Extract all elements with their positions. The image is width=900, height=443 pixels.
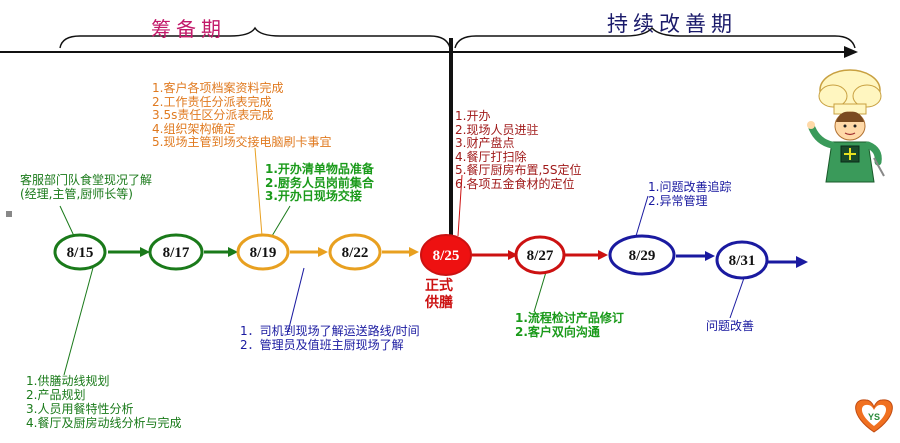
node-831-label: 8/31 (729, 253, 756, 269)
phase-prep-title: 筹备期 (151, 17, 226, 41)
note-822-bottom: 1．司机到现场了解运送路线/时间 2．管理员及值班主厨现场了解 (240, 324, 420, 352)
note-line: 4.餐厅及厨房动线分析与完成 (26, 416, 182, 430)
phase-improve-title: 持续改善期 (607, 12, 737, 36)
note-line: 2.工作责任分派表完成 (152, 94, 272, 109)
note-line: 3.财产盘点 (455, 136, 515, 150)
leader-827-bottom (533, 271, 547, 313)
node-829-label: 8/29 (629, 248, 656, 264)
note-line: 3.开办日现场交接 (265, 189, 362, 203)
arrow-825-827 (472, 250, 518, 260)
note-line: 2.客户双向沟通 (515, 324, 600, 339)
note-819-green: 1.开办清单物品准备 2.厨务人员岗前集合 3.开办日现场交接 (265, 162, 374, 204)
note-line: 2.异常管理 (648, 193, 708, 208)
arrow-819-822 (290, 247, 328, 257)
improve-phase-brace (454, 26, 856, 49)
leader-815-top (59, 205, 75, 237)
arrow-815-817 (108, 247, 150, 257)
node-825: 8/25 (420, 234, 472, 276)
note-line: 4.组织架构确定 (152, 121, 236, 136)
chef-illustration (807, 69, 885, 183)
note-line: 2.厨务人员岗前集合 (265, 175, 374, 190)
note-825-top: 1.开办 2.现场人员进驻 3.财产盘点 4.餐厅打扫除 5.餐厅厨房布置,5S… (455, 109, 582, 191)
arrow-822-825 (382, 247, 419, 257)
note-line: 问题改善 (706, 319, 755, 333)
prep-phase-brace (59, 26, 451, 49)
note-line: 1.供膳动线规划 (26, 374, 110, 388)
svg-text:YS: YS (868, 412, 880, 422)
node-822: 8/22 (328, 233, 382, 271)
note-line: 1．司机到现场了解运送路线/时间 (240, 324, 420, 338)
node-827: 8/27 (514, 235, 566, 275)
note-815-bottom: 1.供膳动线规划 2.产品规划 3.人员用餐特性分析 4.餐厅及厨房动线分析与完… (26, 374, 181, 430)
note-line: 1.客户各项档案资料完成 (152, 81, 284, 95)
leader-819-top (254, 147, 263, 237)
note-line: 2.产品规划 (26, 388, 86, 402)
note-line: 1.流程检讨产品修订 (515, 311, 624, 325)
launch-label-line-1: 正式 (425, 278, 453, 294)
note-line: 5.餐厅厨房布置,5S定位 (455, 163, 582, 177)
note-line: 2.现场人员进驻 (455, 122, 539, 137)
node-822-label: 8/22 (342, 245, 369, 261)
note-815-top: 客服部门队食堂现况了解 (经理,主管,厨师长等) (20, 173, 153, 201)
leader-815-bottom (63, 263, 95, 376)
leader-829-top (635, 195, 649, 237)
note-827-bottom: 1.流程检讨产品修订 2.客户双向沟通 (515, 311, 624, 339)
node-819: 8/19 (236, 233, 290, 271)
note-line: (经理,主管,厨师长等) (20, 186, 133, 201)
leader-825-top (457, 174, 463, 237)
note-line: 3.5s责任区分派表完成 (152, 108, 274, 122)
arrow-829-831 (676, 251, 715, 261)
note-831-bottom: 问题改善 (706, 319, 755, 334)
note-line: 2．管理员及值班主厨现场了解 (240, 337, 404, 352)
node-827-label: 8/27 (527, 248, 554, 264)
note-line: 1.开办清单物品准备 (265, 162, 374, 176)
note-line: 4.餐厅打扫除 (455, 149, 527, 164)
node-829: 8/29 (608, 234, 676, 276)
node-815: 8/15 (53, 233, 107, 271)
launch-label-line-2: 供膳 (425, 295, 453, 311)
note-819-top: 1.客户各项档案资料完成 2.工作责任分派表完成 3.5s责任区分派表完成 4.… (152, 81, 332, 150)
note-829-top: 1.问题改善追踪 2.异常管理 (648, 180, 732, 208)
leader-831-bottom (729, 277, 745, 319)
small-marker (6, 211, 12, 217)
node-815-label: 8/15 (67, 245, 94, 261)
arrow-817-819 (204, 247, 238, 257)
note-line: 1.问题改善追踪 (648, 180, 732, 194)
note-line: 5.现场主管到场交接电脑刷卡事宜 (152, 135, 332, 149)
leader-819-green (271, 205, 291, 237)
node-831: 8/31 (715, 240, 769, 280)
heart-logo: YS (855, 399, 893, 433)
node-817: 8/17 (148, 233, 204, 271)
top-axis-arrowhead (844, 46, 858, 58)
launch-label: 正式 供膳 (425, 278, 453, 312)
note-line: 6.各项五金食材的定位 (455, 176, 575, 191)
arrow-827-829 (564, 250, 608, 260)
note-line: 客服部门队食堂现况了解 (20, 173, 153, 187)
node-819-label: 8/19 (250, 245, 277, 261)
node-825-label: 8/25 (433, 248, 460, 264)
leader-822-bottom (287, 267, 305, 333)
node-817-label: 8/17 (163, 245, 190, 261)
note-line: 3.人员用餐特性分析 (26, 402, 134, 416)
arrow-831-end (768, 256, 808, 268)
note-line: 1.开办 (455, 109, 491, 123)
